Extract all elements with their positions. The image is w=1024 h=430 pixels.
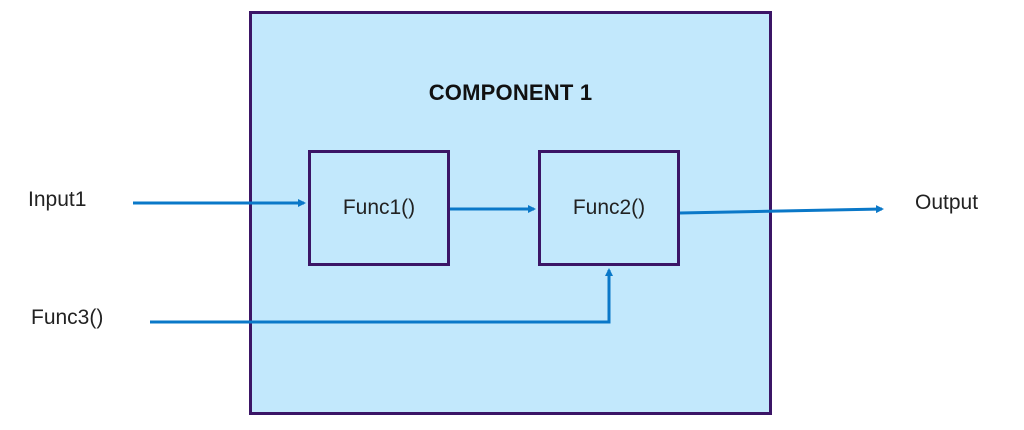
input1-label: Input1 (28, 188, 87, 211)
output-label: Output (915, 191, 979, 214)
func1-label: Func1() (342, 196, 416, 219)
func1-box: Func1() (308, 150, 450, 266)
func3-label: Func3() (31, 306, 104, 329)
component-title: COMPONENT 1 (428, 80, 593, 105)
func2-label: Func2() (572, 196, 646, 219)
func2-box: Func2() (538, 150, 680, 266)
